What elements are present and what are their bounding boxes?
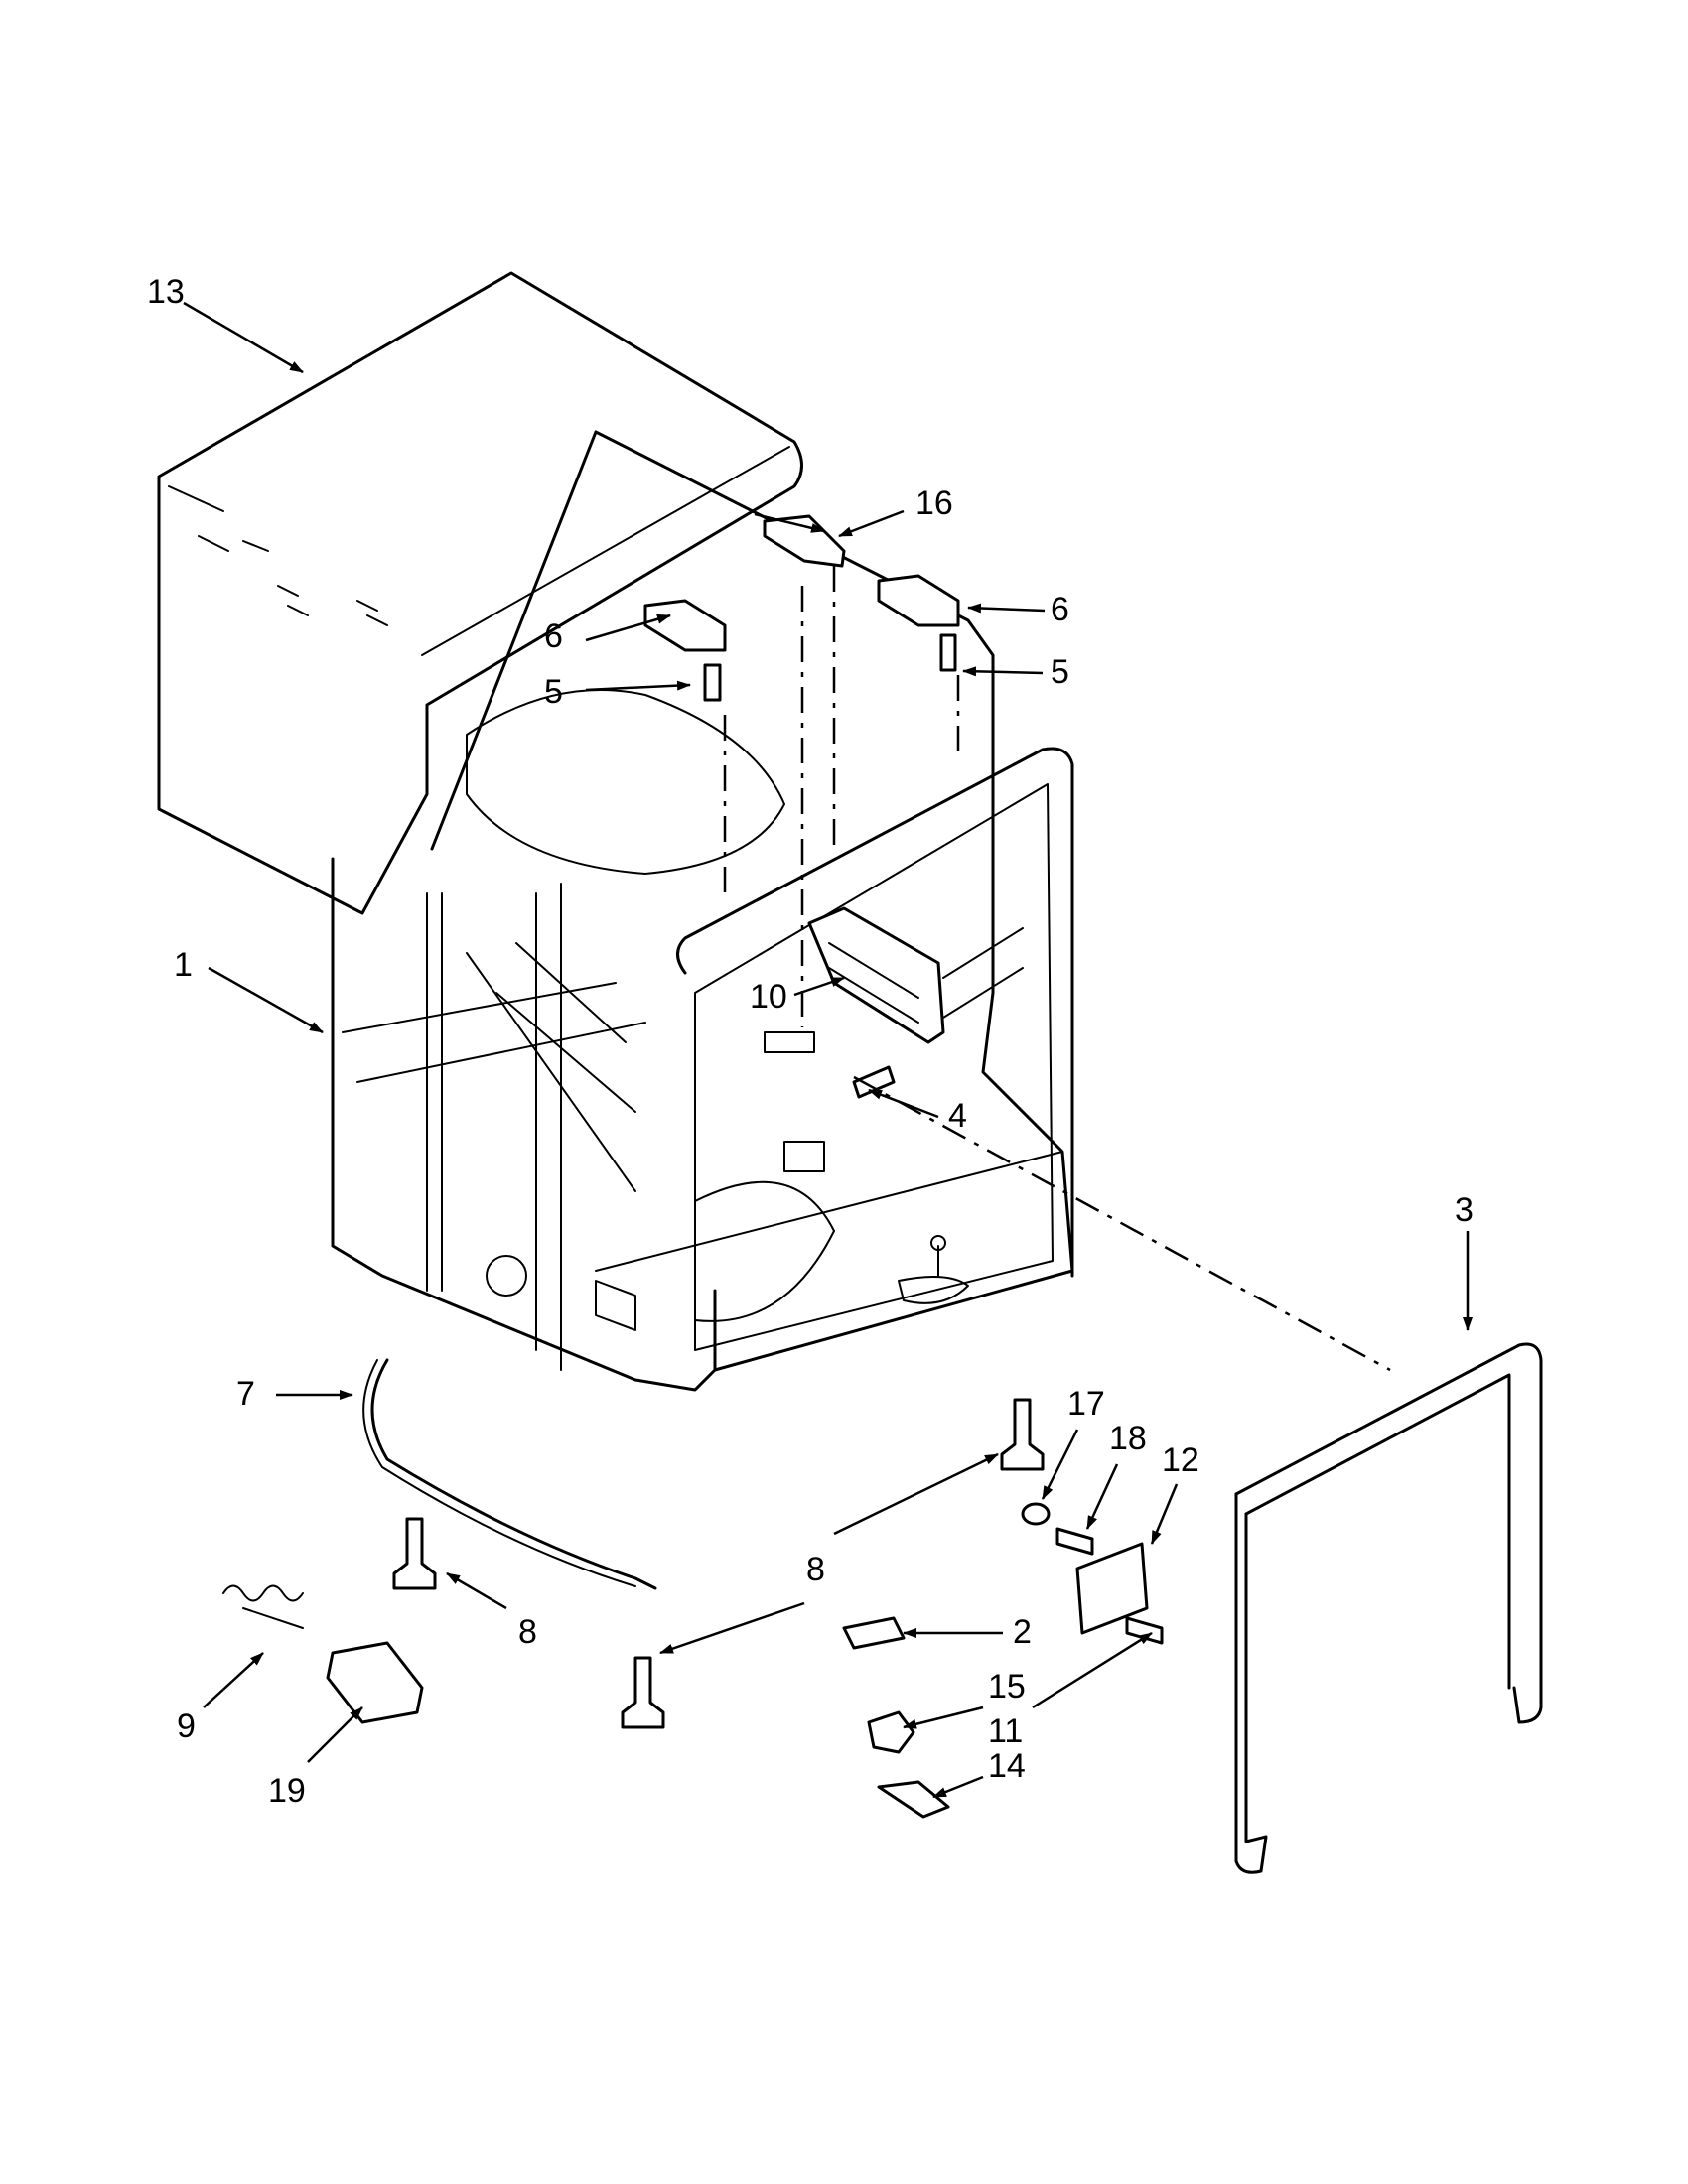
- door-gasket-part: [1234, 1342, 1543, 1874]
- callout-8-center: 8: [806, 1551, 825, 1588]
- callout-16: 16: [915, 484, 953, 522]
- callout-9: 9: [177, 1707, 196, 1745]
- callout-17: 17: [1067, 1385, 1105, 1423]
- insulation-blanket-part: [157, 271, 803, 915]
- alignment-lines: [723, 566, 1391, 1372]
- mounting-bracket-right: [877, 574, 960, 627]
- pad-part-2: [842, 1616, 906, 1650]
- callout-4: 4: [948, 1097, 967, 1135]
- leveling-leg-right: [1000, 1398, 1045, 1471]
- drain-hose-part: [362, 1358, 657, 1590]
- callout-5-right: 5: [1051, 653, 1069, 691]
- callout-15: 15: [988, 1668, 1026, 1706]
- callout-6-left: 6: [544, 617, 563, 655]
- screw-part-4: [852, 1065, 896, 1099]
- bracket-part-12: [1075, 1542, 1149, 1635]
- callout-19: 19: [268, 1772, 306, 1810]
- callout-18: 18: [1109, 1420, 1147, 1457]
- callout-7: 7: [236, 1375, 255, 1413]
- leveling-leg-center: [621, 1656, 665, 1729]
- clip-part-14: [877, 1780, 950, 1819]
- thermostat-part-15: [867, 1710, 915, 1754]
- callout-8-left: 8: [518, 1613, 537, 1651]
- callout-1: 1: [174, 946, 193, 984]
- callout-6-right: 6: [1051, 591, 1069, 628]
- callout-12: 12: [1162, 1441, 1199, 1479]
- mounting-bracket-left: [643, 599, 727, 652]
- callout-2: 2: [1013, 1613, 1032, 1651]
- callout-10: 10: [750, 978, 787, 1016]
- washer-part-17: [1021, 1502, 1051, 1526]
- callout-13: 13: [147, 273, 185, 311]
- screw-part-11: [1125, 1616, 1164, 1645]
- callout-14: 14: [988, 1747, 1026, 1785]
- screw-part-18: [1055, 1527, 1094, 1556]
- pad-part-19: [326, 1641, 424, 1724]
- spring-part-9: [222, 1584, 304, 1629]
- callout-3: 3: [1455, 1191, 1474, 1229]
- callout-11: 11: [988, 1712, 1023, 1750]
- callout-5-left: 5: [544, 673, 563, 711]
- leader-arrows: [183, 301, 1473, 1799]
- screw-part-5-left: [703, 663, 722, 702]
- leveling-leg-left: [392, 1517, 437, 1590]
- callout-labels: 13 16 6 5 6 5 1 10 4 3 7 17 18 12 8 8 2 …: [147, 273, 1474, 1810]
- screw-part-5-right: [939, 633, 957, 672]
- hinge-clip-part: [763, 514, 846, 568]
